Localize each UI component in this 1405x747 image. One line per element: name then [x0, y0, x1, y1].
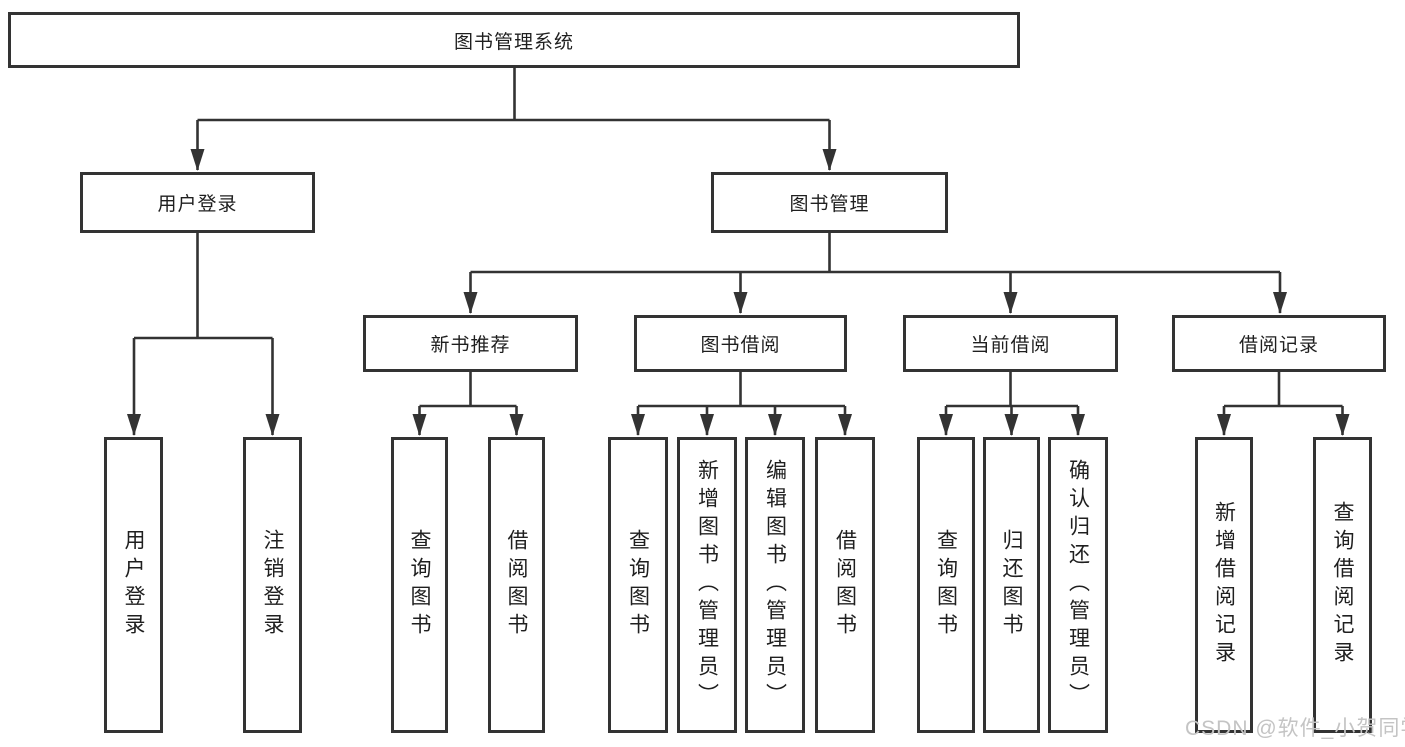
node-book-mgmt-label: 图书管理 [789, 194, 870, 215]
leaf-confirm-return-label: 确认归还（管理员） [1066, 459, 1090, 711]
leaf-query-books-1: 查询图书 [391, 437, 448, 733]
leaf-query-record: 查询借阅记录 [1313, 437, 1372, 733]
leaf-user-login: 用户登录 [104, 437, 163, 733]
connector-bars [134, 68, 1343, 408]
node-user-login-label: 用户登录 [157, 194, 238, 215]
leaf-logout: 注销登录 [243, 437, 302, 733]
leaf-edit-books-label: 编辑图书（管理员） [763, 459, 787, 711]
node-current-borrow: 当前借阅 [903, 315, 1118, 372]
leaf-query-books-1-label: 查询图书 [408, 529, 431, 641]
leaf-return-books-label: 归还图书 [1000, 529, 1023, 641]
leaf-query-books-3-label: 查询图书 [934, 529, 958, 641]
leaf-edit-books: 编辑图书（管理员） [745, 437, 805, 733]
leaf-borrow-books-2-label: 借阅图书 [833, 529, 857, 641]
node-new-book-rec: 新书推荐 [363, 315, 578, 372]
node-root: 图书管理系统 [8, 12, 1020, 68]
node-borrow-records: 借阅记录 [1172, 315, 1386, 372]
leaf-user-login-label: 用户登录 [122, 529, 145, 641]
leaf-logout-label: 注销登录 [261, 529, 284, 641]
leaf-borrow-books-1: 借阅图书 [488, 437, 545, 733]
node-borrow-records-label: 借阅记录 [1238, 335, 1319, 356]
leaf-add-books: 新增图书（管理员） [677, 437, 737, 733]
leaf-confirm-return: 确认归还（管理员） [1048, 437, 1108, 733]
leaf-add-books-label: 新增图书（管理员） [695, 459, 719, 711]
node-root-label: 图书管理系统 [453, 31, 574, 53]
node-book-borrow-label: 图书借阅 [700, 335, 781, 356]
node-book-borrow: 图书借阅 [634, 315, 847, 372]
leaf-borrow-books-2: 借阅图书 [815, 437, 875, 733]
node-user-login: 用户登录 [80, 172, 315, 233]
node-current-borrow-label: 当前借阅 [970, 335, 1051, 356]
node-new-book-rec-label: 新书推荐 [430, 335, 511, 356]
node-book-mgmt: 图书管理 [711, 172, 948, 233]
leaf-add-record-label: 新增借阅记录 [1212, 501, 1236, 669]
leaf-query-books-3: 查询图书 [917, 437, 975, 733]
leaf-query-books-2: 查询图书 [608, 437, 668, 733]
leaf-borrow-books-1-label: 借阅图书 [505, 529, 528, 641]
leaf-query-books-2-label: 查询图书 [626, 529, 650, 641]
watermark-text: CSDN @软件_小贺同学 [1185, 717, 1405, 740]
leaf-add-record: 新增借阅记录 [1195, 437, 1253, 733]
leaf-query-record-label: 查询借阅记录 [1331, 501, 1354, 669]
leaf-return-books: 归还图书 [983, 437, 1040, 733]
